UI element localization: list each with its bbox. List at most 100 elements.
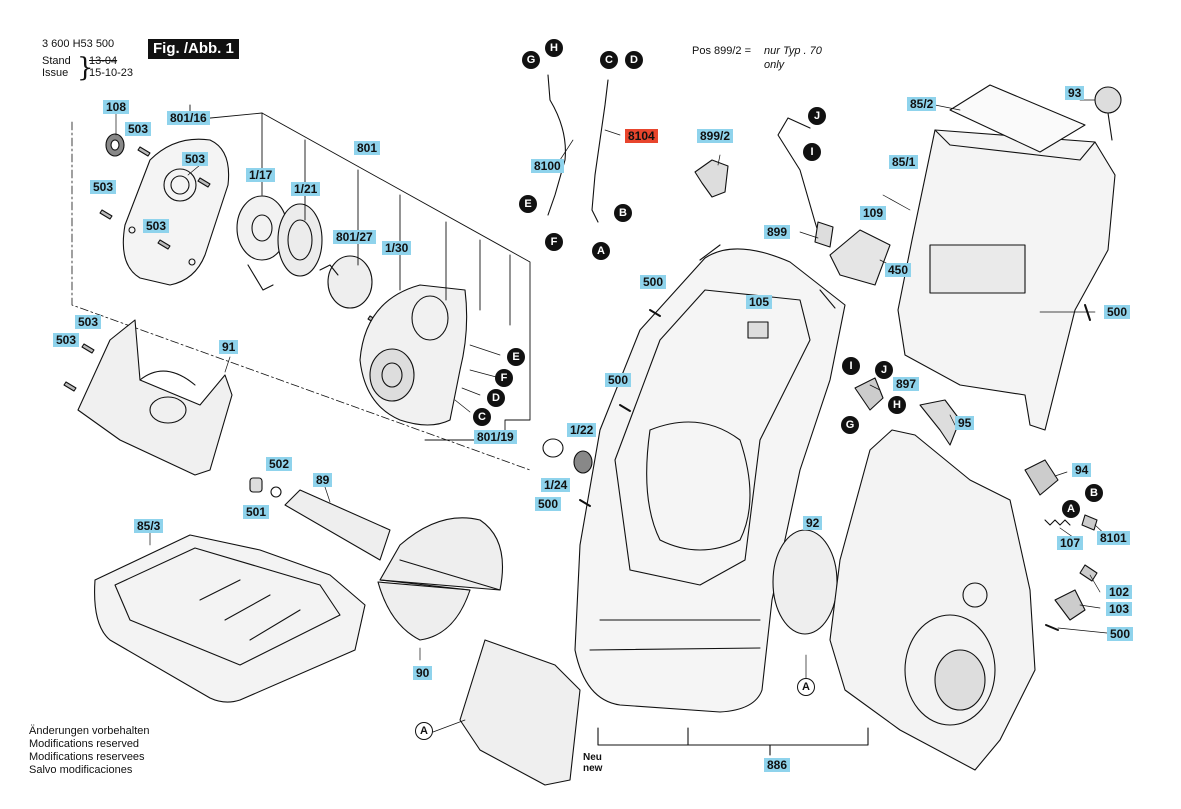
part-label-93[interactable]: 93: [1065, 86, 1085, 100]
connector-d: D: [487, 389, 505, 407]
part-label-92[interactable]: 92: [803, 516, 823, 530]
connector-a: A: [592, 242, 610, 260]
part-label-109[interactable]: 109: [860, 206, 887, 220]
cable-899-part: [777, 117, 834, 248]
part-label-95[interactable]: 95: [955, 416, 975, 430]
pos-ref-note: Pos 899/2 =: [692, 45, 752, 57]
footer-note-es: Salvo modificaciones: [29, 764, 133, 776]
part-label-503[interactable]: 503: [143, 219, 170, 233]
collection-tray-85-3-part: [94, 534, 366, 703]
gear-1-21-part: [277, 203, 323, 277]
part-label-899-2[interactable]: 899/2: [697, 129, 734, 143]
main-housing-886-part: [574, 244, 846, 713]
part-label-450[interactable]: 450: [885, 263, 912, 277]
side-cover-part: [829, 429, 1036, 771]
rod-8104-part: [591, 79, 609, 223]
lid-85-2-part: [949, 84, 1086, 153]
part-label-801[interactable]: 801: [354, 141, 381, 155]
part-label-102[interactable]: 102: [1106, 585, 1133, 599]
part-label-85-3[interactable]: 85/3: [134, 519, 164, 533]
part-label-1-21[interactable]: 1/21: [291, 182, 321, 196]
stand-label: Stand: [42, 55, 71, 67]
part-label-899[interactable]: 899: [764, 225, 791, 239]
connector-h: H: [545, 39, 563, 57]
part-label-801-27[interactable]: 801/27: [333, 230, 376, 244]
gearbox-housing-part: [359, 284, 468, 426]
part-label-500[interactable]: 500: [1107, 627, 1134, 641]
knob-93-part: [1094, 86, 1122, 141]
part-label-108[interactable]: 108: [103, 100, 130, 114]
part-label-85-1[interactable]: 85/1: [889, 155, 919, 169]
part-label-897[interactable]: 897: [893, 377, 920, 391]
discharge-chute-part: [459, 639, 581, 786]
part-label-501[interactable]: 501: [243, 505, 270, 519]
gearbox-cover-part: [122, 138, 230, 286]
leader-lines: [115, 99, 1109, 733]
connector-f: F: [495, 369, 513, 387]
connector-j: J: [875, 361, 893, 379]
note-only-line: only: [764, 59, 785, 71]
part-label-85-2[interactable]: 85/2: [907, 97, 937, 111]
clip-8101-part: [1081, 514, 1098, 531]
part-label-1-24[interactable]: 1/24: [541, 478, 571, 492]
connector-b: B: [614, 204, 632, 222]
neu-line2: new: [583, 763, 603, 774]
screw-500-top: [649, 309, 661, 317]
issue-date: 15-10-23: [89, 67, 134, 79]
connector-g: G: [841, 416, 859, 434]
connector-c: C: [473, 408, 491, 426]
part-label-503[interactable]: 503: [75, 315, 102, 329]
part-label-94[interactable]: 94: [1072, 463, 1092, 477]
ring-1-24-part: [542, 438, 564, 458]
switch-109-part: [829, 229, 891, 286]
screw-500-low: [579, 499, 591, 507]
part-label-1-17[interactable]: 1/17: [246, 168, 276, 182]
part-label-8104[interactable]: 8104: [625, 129, 658, 143]
base-plate-91-part: [77, 319, 233, 476]
part-label-8101[interactable]: 8101: [1097, 531, 1130, 545]
connector-i: I: [842, 357, 860, 375]
washer-108-part: [105, 133, 125, 157]
part-label-1-30[interactable]: 1/30: [382, 241, 412, 255]
part-label-105[interactable]: 105: [746, 295, 773, 309]
connector-c: C: [600, 51, 618, 69]
cover-plate-89-part: [284, 489, 391, 561]
part-label-8100[interactable]: 8100: [531, 159, 564, 173]
part-label-91[interactable]: 91: [219, 340, 239, 354]
part-label-801-16[interactable]: 801/16: [167, 111, 210, 125]
part-label-503[interactable]: 503: [182, 152, 209, 166]
note-type-line: nur Typ . 70: [764, 45, 822, 57]
upper-housing-85-1-part: [897, 129, 1116, 431]
part-label-89[interactable]: 89: [313, 473, 333, 487]
part-label-500[interactable]: 500: [1104, 305, 1131, 319]
connector-f: F: [545, 233, 563, 251]
footer-note-en: Modifications reserved: [29, 738, 140, 750]
part-label-1-22[interactable]: 1/22: [567, 423, 597, 437]
reference-a: A: [797, 678, 815, 696]
part-label-801-19[interactable]: 801/19: [474, 430, 517, 444]
reference-a: A: [415, 722, 433, 740]
connector-e: E: [519, 195, 537, 213]
part-label-107[interactable]: 107: [1057, 536, 1084, 550]
part-label-503[interactable]: 503: [125, 122, 152, 136]
part-label-500[interactable]: 500: [605, 373, 632, 387]
part-label-886[interactable]: 886: [764, 758, 791, 772]
switch-897-part: [854, 377, 884, 411]
washer-502-part: [270, 486, 282, 498]
part-label-503[interactable]: 503: [90, 180, 117, 194]
part-label-90[interactable]: 90: [413, 666, 433, 680]
spring-107-part: [1044, 519, 1071, 526]
part-label-500[interactable]: 500: [535, 497, 562, 511]
blade-90-part: [377, 517, 503, 641]
part-label-500[interactable]: 500: [640, 275, 667, 289]
rod-8100-part: [547, 74, 566, 216]
screw-500-mid: [619, 404, 631, 412]
screw-500-right: [1084, 304, 1091, 321]
part-label-103[interactable]: 103: [1106, 602, 1133, 616]
connector-g: G: [522, 51, 540, 69]
footer-note-fr: Modifications reservees: [29, 751, 145, 763]
part-label-503[interactable]: 503: [53, 333, 80, 347]
axis-line: [71, 121, 531, 471]
part-label-502[interactable]: 502: [266, 457, 293, 471]
